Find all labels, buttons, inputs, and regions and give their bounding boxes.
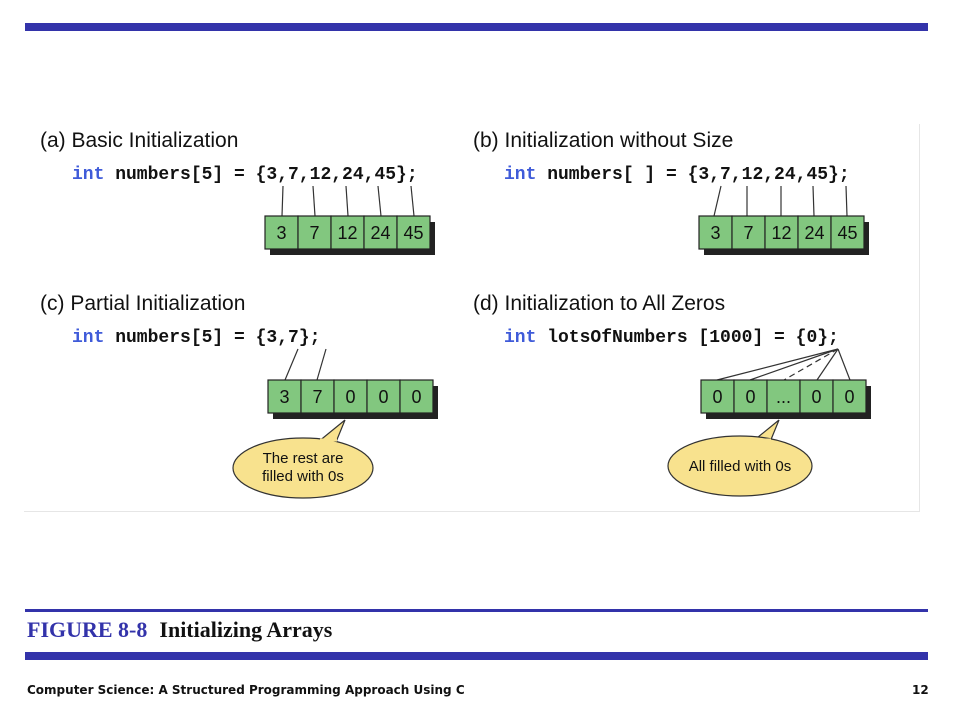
cell-value: 0 <box>712 387 722 407</box>
cell-value: 0 <box>378 387 388 407</box>
array-cell <box>267 379 302 414</box>
cell-value: 0 <box>811 387 821 407</box>
cell-value: 7 <box>309 223 319 243</box>
keyword-int: int <box>504 165 537 185</box>
array-b: 3 7 12 24 45 <box>698 215 865 250</box>
cell-value: 45 <box>837 223 857 243</box>
keyword-int: int <box>72 328 105 348</box>
cell-value: 7 <box>743 223 753 243</box>
array-cell <box>731 215 766 250</box>
cell-value: 3 <box>276 223 286 243</box>
array-cell <box>698 215 733 250</box>
footer-page-number: 12 <box>912 683 929 697</box>
quadrant-d-title: (d) Initialization to All Zeros <box>473 292 726 315</box>
array-d: 0 0 ... 0 0 <box>700 379 867 414</box>
cell-value: 0 <box>345 387 355 407</box>
cell-value: 7 <box>312 387 322 407</box>
cell-value: 24 <box>370 223 390 243</box>
cell-value: 0 <box>745 387 755 407</box>
callout-c-bubble <box>232 437 374 499</box>
top-accent-bar <box>25 23 928 31</box>
cell-value: 45 <box>403 223 423 243</box>
array-cell <box>264 215 299 250</box>
array-cell <box>399 379 434 414</box>
caption-top-rule <box>25 609 928 612</box>
quadrant-c-code: int numbers[5] = {3,7}; <box>72 328 320 348</box>
figure-caption: FIGURE 8-8 Initializing Arrays <box>27 617 332 643</box>
code-text: lotsOfNumbers [1000] = {0}; <box>536 328 839 348</box>
array-cell <box>297 215 332 250</box>
cell-value: 0 <box>844 387 854 407</box>
array-cell <box>832 379 867 414</box>
array-a: 3 7 12 24 45 <box>264 215 431 250</box>
code-text: numbers[ ] = {3,7,12,24,45}; <box>536 165 850 185</box>
array-cell <box>366 379 401 414</box>
callout-c-line-2: filled with 0s <box>262 468 344 485</box>
keyword-int: int <box>504 328 537 348</box>
array-cell <box>766 379 801 414</box>
array-c: 3 7 0 0 0 <box>267 379 434 414</box>
callout-d-line-1: All filled with 0s <box>689 458 792 475</box>
array-cell <box>733 379 768 414</box>
cell-value: 12 <box>337 223 357 243</box>
connector-lines <box>281 185 851 381</box>
array-cell <box>396 215 431 250</box>
footer-book-title: Computer Science: A Structured Programmi… <box>27 683 465 697</box>
quadrant-b-title: (b) Initialization without Size <box>473 129 734 152</box>
figure-title: Initializing Arrays <box>159 617 333 642</box>
quadrant-c-title: (c) Partial Initialization <box>40 292 246 315</box>
array-cell <box>333 379 368 414</box>
cell-value: 12 <box>771 223 791 243</box>
cell-value: 0 <box>411 387 421 407</box>
cell-value: ... <box>776 387 791 407</box>
array-cell <box>797 215 832 250</box>
keyword-int: int <box>72 165 105 185</box>
quadrant-b-code: int numbers[ ] = {3,7,12,24,45}; <box>504 165 850 185</box>
array-cell <box>830 215 865 250</box>
quadrant-a-title: (a) Basic Initialization <box>40 129 239 152</box>
callout-c-line-1: The rest are <box>263 450 344 467</box>
cell-value: 24 <box>804 223 824 243</box>
cell-value: 3 <box>710 223 720 243</box>
code-text: numbers[5] = {3,7}; <box>104 328 321 348</box>
figure-number: FIGURE 8-8 <box>27 617 148 642</box>
code-text: numbers[5] = {3,7,12,24,45}; <box>104 165 418 185</box>
quadrant-d-code: int lotsOfNumbers [1000] = {0}; <box>504 328 839 348</box>
caption-bottom-rule <box>25 652 928 660</box>
cell-value: 3 <box>279 387 289 407</box>
quadrant-a-code: int numbers[5] = {3,7,12,24,45}; <box>72 165 418 185</box>
array-cell <box>330 215 365 250</box>
callout-d-bubble <box>667 435 813 497</box>
